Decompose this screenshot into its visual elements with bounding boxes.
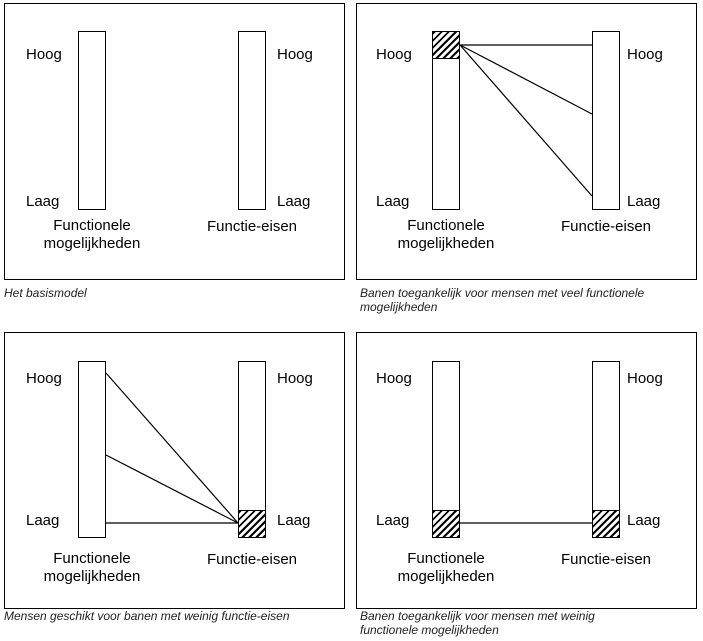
label-functional-line1: Functionele xyxy=(407,217,485,234)
label-functional-abilities: Functionele mogelijkheden xyxy=(22,550,162,586)
label-functional-line1: Functionele xyxy=(53,550,131,567)
caption-panel-3: Mensen geschikt voor banen met weinig fu… xyxy=(4,609,290,623)
label-job-requirements: Functie-eisen xyxy=(206,551,298,568)
bar-functional-abilities xyxy=(78,361,106,538)
label-high-right: Hoog xyxy=(627,46,663,63)
caption-panel-4: Banen toegankelijk voor mensen met weini… xyxy=(360,609,595,637)
label-high-left: Hoog xyxy=(376,46,412,63)
caption-panel-1: Het basismodel xyxy=(4,286,87,300)
hatched-segment-high-abilities xyxy=(432,31,460,59)
label-functional-abilities: Functionele mogelijkheden xyxy=(376,217,516,253)
hatched-segment-low-requirements xyxy=(592,510,620,538)
label-low-left: Laag xyxy=(376,512,410,529)
label-functional-line2: mogelijkheden xyxy=(43,568,141,585)
label-high-left: Hoog xyxy=(26,370,62,387)
bar-job-requirements xyxy=(592,31,620,210)
panel-few-abilities xyxy=(356,332,697,609)
label-functional-abilities: Functionele mogelijkheden xyxy=(376,550,516,586)
label-high-right: Hoog xyxy=(277,370,313,387)
bar-functional-abilities xyxy=(78,31,106,210)
label-functional-line2: mogelijkheden xyxy=(43,235,141,252)
label-low-right: Laag xyxy=(627,193,661,210)
caption-panel-2: Banen toegankelijk voor mensen met veel … xyxy=(360,286,644,314)
label-high-left: Hoog xyxy=(26,46,62,63)
label-job-requirements: Functie-eisen xyxy=(560,551,652,568)
bar-job-requirements xyxy=(238,31,266,210)
caption-panel-4-line1: Banen toegankelijk voor mensen met weini… xyxy=(360,609,595,623)
label-functional-line2: mogelijkheden xyxy=(397,235,495,252)
caption-panel-4-line2: functionele mogelijkheden xyxy=(360,623,499,637)
bar-job-requirements xyxy=(238,361,266,538)
bar-functional-abilities xyxy=(432,31,460,210)
label-low-left: Laag xyxy=(26,512,60,529)
hatched-segment-low-abilities xyxy=(432,510,460,538)
label-low-left: Laag xyxy=(26,193,60,210)
label-job-requirements: Functie-eisen xyxy=(206,218,298,235)
hatched-segment-low-requirements xyxy=(238,510,266,538)
label-high-right: Hoog xyxy=(277,46,313,63)
label-functional-line1: Functionele xyxy=(407,550,485,567)
label-low-right: Laag xyxy=(277,512,311,529)
panel-basic-model xyxy=(4,3,345,280)
label-job-requirements: Functie-eisen xyxy=(560,218,652,235)
label-low-right: Laag xyxy=(627,512,661,529)
caption-panel-2-line1: Banen toegankelijk voor mensen met veel … xyxy=(360,286,645,300)
label-low-right: Laag xyxy=(277,193,311,210)
label-high-right: Hoog xyxy=(627,370,663,387)
bar-job-requirements xyxy=(592,361,620,538)
label-functional-abilities: Functionele mogelijkheden xyxy=(22,217,162,253)
label-low-left: Laag xyxy=(376,193,410,210)
bar-functional-abilities xyxy=(432,361,460,538)
label-functional-line2: mogelijkheden xyxy=(397,568,495,585)
label-high-left: Hoog xyxy=(376,370,412,387)
caption-panel-2-line2: mogelijkheden xyxy=(360,300,438,314)
label-functional-line1: Functionele xyxy=(53,217,131,234)
